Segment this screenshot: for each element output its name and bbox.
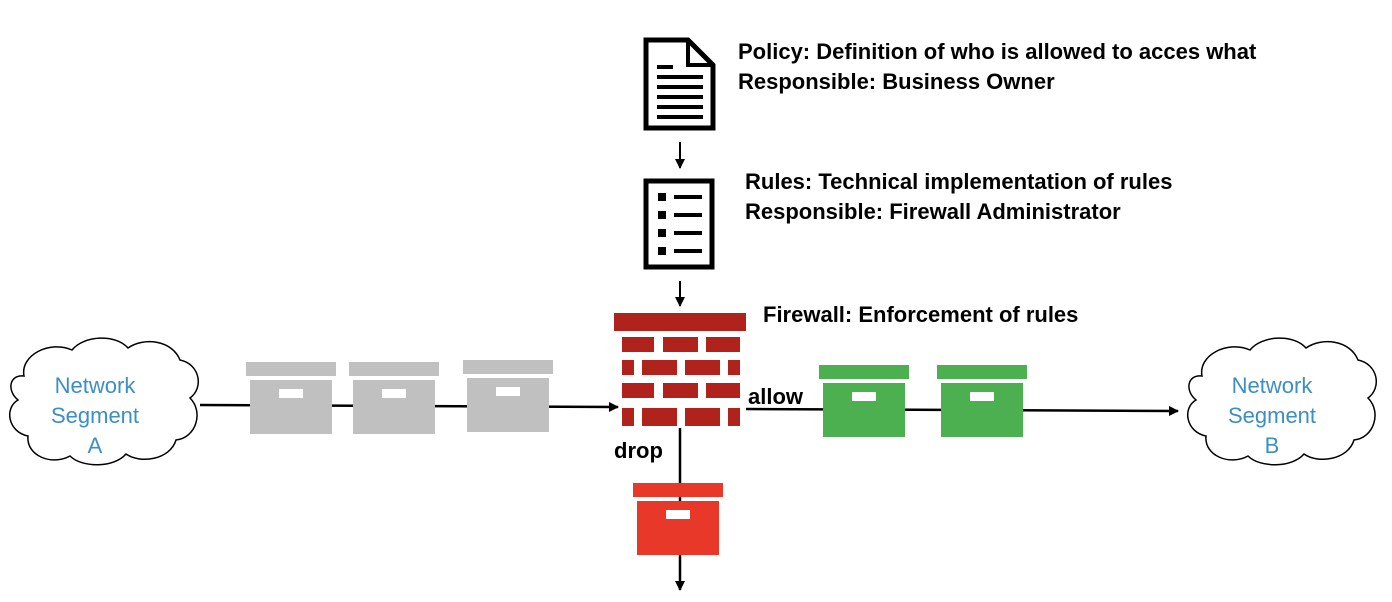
incoming-packet	[246, 362, 336, 434]
segment-a-line1: Network	[55, 373, 137, 398]
segment-b-line1: Network	[1232, 373, 1314, 398]
policy-title: Policy: Definition of who is allowed to …	[738, 39, 1257, 64]
cloud-segment-b: Network Segment B	[1186, 337, 1378, 466]
incoming-packet	[349, 362, 439, 434]
drop-label: drop	[614, 438, 663, 463]
segment-a-line2: Segment	[51, 403, 139, 428]
policy-responsible: Responsible: Business Owner	[738, 69, 1055, 94]
dropped-packet	[633, 483, 723, 555]
checklist-icon	[643, 178, 715, 270]
segment-a-line3: A	[88, 433, 103, 458]
firewall-label: Firewall: Enforcement of rules	[763, 302, 1078, 327]
segment-b-line3: B	[1265, 433, 1280, 458]
document-icon	[643, 37, 716, 131]
allowed-packet	[937, 365, 1027, 437]
cloud-segment-a: Network Segment A	[8, 337, 200, 466]
allowed-packet	[819, 365, 909, 437]
brick-wall-icon	[614, 313, 746, 426]
rules-title: Rules: Technical implementation of rules	[745, 169, 1172, 194]
rules-responsible: Responsible: Firewall Administrator	[745, 199, 1121, 224]
allow-label: allow	[748, 384, 804, 409]
segment-b-line2: Segment	[1228, 403, 1316, 428]
incoming-packet	[463, 360, 553, 432]
